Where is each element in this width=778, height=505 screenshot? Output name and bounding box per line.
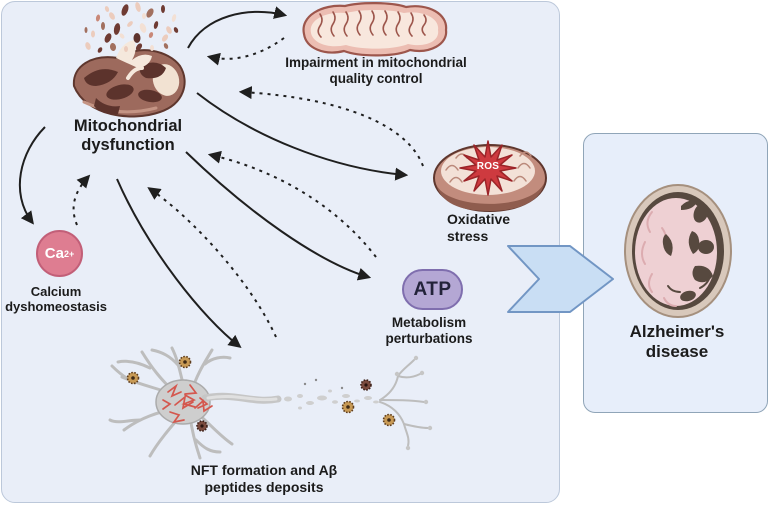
nft-tangles	[162, 383, 213, 424]
calcium-symbol: Ca	[44, 245, 64, 262]
ros-label: ROS	[476, 161, 500, 172]
brain-atrophy-patches	[662, 200, 714, 302]
label-line: Mitochondrial	[73, 117, 183, 135]
label-line: peptides deposits	[204, 478, 324, 495]
label-line: Calcium	[30, 284, 82, 299]
arrow-to-calcium	[18, 126, 46, 225]
arrow-set	[18, 6, 424, 348]
axon-fragments	[284, 389, 379, 410]
explosion-fragments	[84, 2, 179, 53]
brain-illustration	[624, 184, 732, 318]
arrow-from-atp	[207, 150, 377, 258]
atp-symbol: ATP	[413, 278, 452, 300]
ros-star	[459, 140, 517, 196]
nft-label: NFT formation and Aβ peptides deposits	[191, 462, 337, 495]
label-line: quality control	[329, 70, 423, 86]
arrow-to-quality-control	[187, 6, 288, 49]
arrow-from-quality-control	[206, 37, 285, 66]
label-line: Impairment in mitochondrial	[285, 55, 467, 70]
arrow-from-neuron	[147, 187, 277, 338]
mitochondrial-dysfunction-label: Mitochondrial dysfunction	[74, 117, 182, 156]
quality-control-mitochondrion-illustration	[302, 2, 448, 57]
arrow-to-atp	[185, 151, 372, 281]
label-line: dysfunction	[81, 136, 175, 155]
label-line: disease	[645, 342, 709, 362]
alzheimers-disease-label: Alzheimer's disease	[630, 322, 725, 362]
oxidative-stress-label: Oxidative stress	[447, 211, 510, 244]
label-line: dyshomeostasis	[5, 299, 107, 315]
calcium-label: Calcium dyshomeostasis	[5, 284, 107, 315]
label-line: stress	[447, 227, 489, 244]
label-line: Alzheimer's	[629, 322, 725, 341]
neuron-illustration	[108, 346, 433, 460]
label-line: Oxidative	[447, 211, 511, 227]
oxidative-stress-mitochondrion-illustration	[433, 140, 547, 212]
arrow-from-oxidative-stress	[238, 86, 424, 167]
metabolism-label: Metabolism perturbations	[385, 315, 472, 347]
arrow-to-neuron	[116, 178, 242, 348]
atp-badge: ATP	[402, 269, 463, 310]
label-line: perturbations	[385, 330, 473, 346]
arrow-from-calcium	[72, 174, 91, 226]
amyloid-plaques	[126, 355, 396, 432]
axon-terminal	[379, 359, 429, 447]
label-line: Metabolism	[391, 315, 467, 330]
label-line: NFT formation and Aβ	[190, 462, 338, 478]
arrow-to-oxidative-stress	[196, 92, 409, 181]
flow-chevron-arrow	[507, 245, 614, 313]
quality-control-label: Impairment in mitochondrial quality cont…	[285, 55, 467, 87]
damaged-mitochondrion-illustration	[72, 2, 186, 118]
